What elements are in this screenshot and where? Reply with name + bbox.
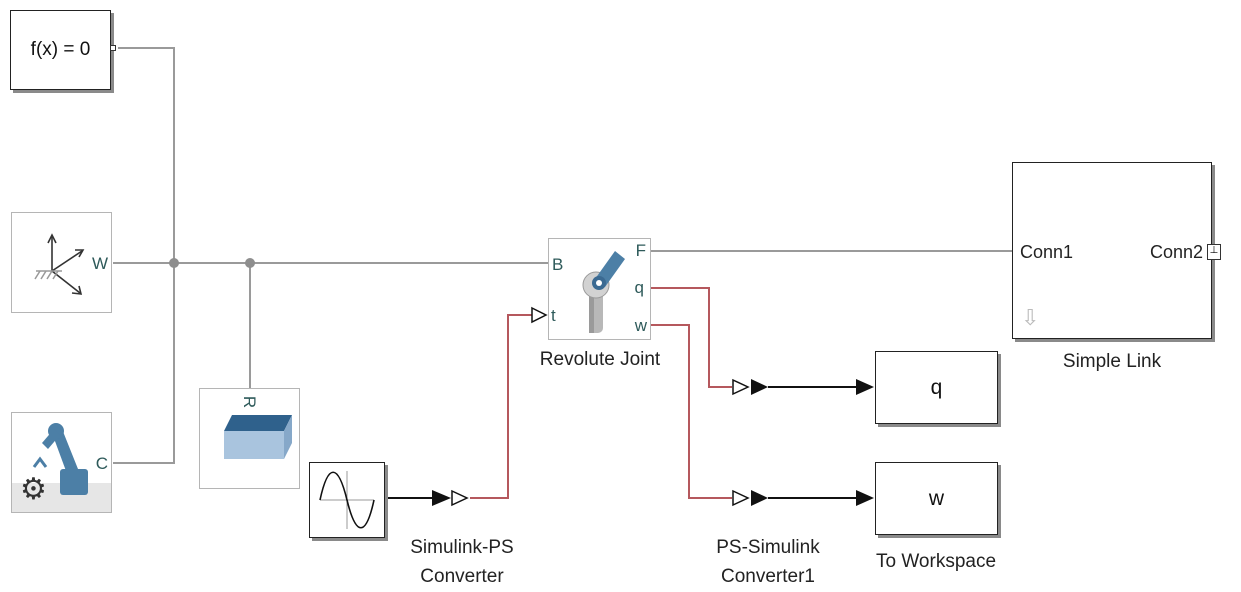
conn1-port-label: Conn1 (1020, 242, 1074, 262)
revolute-joint-label[interactable]: Revolute Joint (539, 349, 661, 370)
subsystem-arrow-icon: ⇩ (1021, 305, 1040, 330)
branch-point (169, 258, 179, 268)
joint-port-follower: F (635, 241, 646, 260)
joint-port-velocity: w (634, 316, 647, 335)
world-frame-icon (34, 233, 85, 295)
conn2-port-label: Conn2 (1149, 242, 1203, 262)
ps-input-port-icon (732, 378, 750, 396)
branch-point (245, 258, 255, 268)
transform-box-icon (224, 415, 292, 459)
ps-input-port-icon (451, 489, 469, 507)
solver-connection-line[interactable] (113, 47, 175, 464)
gear-icon: ⚙ (20, 473, 47, 506)
solver-configuration-block[interactable]: f(x) = 0 (10, 10, 116, 90)
torque-ps-line[interactable] (470, 314, 532, 499)
sine-wave-block[interactable] (309, 462, 385, 538)
arrowhead (751, 379, 768, 395)
mechanism-configuration-block[interactable]: ⚙ C (11, 412, 112, 513)
connection-port-icon (110, 45, 116, 51)
revolute-joint-block[interactable]: B F t q w (548, 238, 651, 340)
world-port-label: W (91, 254, 108, 273)
joint-port-position: q (634, 278, 644, 297)
ps-simulink-label-line1[interactable]: PS-Simulink (716, 537, 820, 558)
workspace-variable-q: q (930, 375, 943, 399)
revolute-joint-icon (582, 251, 625, 333)
simulink-ps-label-line1[interactable]: Simulink-PS (410, 537, 514, 558)
joint-port-torque: t (551, 306, 556, 325)
solver-text: f(x) = 0 (30, 39, 91, 60)
to-workspace-w-block[interactable]: w (875, 462, 998, 535)
arrowhead (751, 490, 768, 506)
world-frame-block[interactable]: W (11, 212, 112, 313)
arrowhead (856, 379, 874, 395)
sine-wave-icon (319, 471, 375, 529)
simulink-ps-label-line2[interactable]: Converter (420, 566, 504, 587)
robot-arm-icon (12, 423, 111, 512)
joint-port-base: B (552, 255, 564, 274)
ps-input-port-icon (531, 306, 548, 324)
q-ps-line[interactable] (650, 287, 732, 388)
connection-port-icon: ⊥ (1207, 244, 1221, 260)
to-workspace-label[interactable]: To Workspace (875, 551, 997, 572)
ps-input-port-icon (732, 489, 750, 507)
to-workspace-q-block[interactable]: q (875, 351, 998, 424)
ps-simulink-label-line2[interactable]: Converter1 (721, 566, 815, 587)
rigid-transform-block[interactable]: R (199, 388, 300, 489)
arrowhead (432, 490, 451, 506)
simple-link-block[interactable]: Conn1 Conn2 ⊥ ⇩ (1012, 162, 1221, 339)
arrowhead (856, 490, 874, 506)
simple-link-label[interactable]: Simple Link (1062, 351, 1162, 372)
w-ps-line[interactable] (650, 324, 732, 499)
workspace-variable-w: w (928, 486, 945, 510)
config-port-label: C (95, 454, 108, 473)
